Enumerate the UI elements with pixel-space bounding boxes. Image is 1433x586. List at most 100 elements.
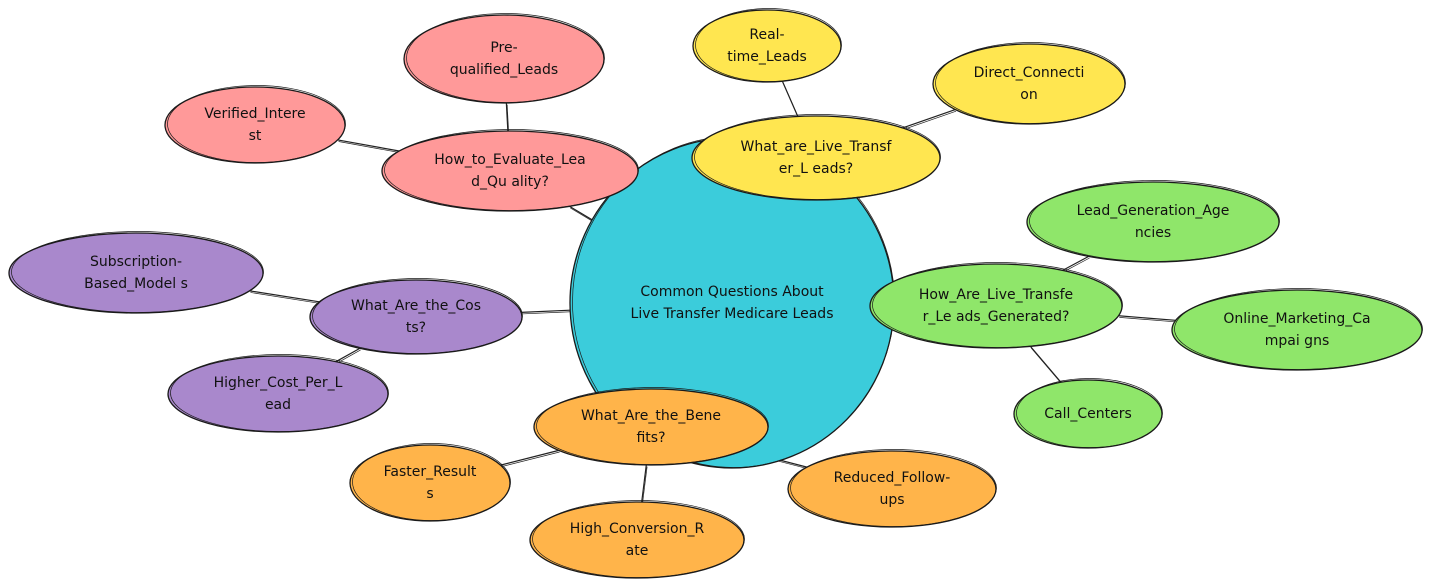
edge-benefits-high-conversion-rate-sketch <box>642 466 648 504</box>
edge-lead-quality-pre-qualified-leads-sketch <box>506 104 510 133</box>
leaf-node-call-centers-label: Call_Centers <box>1044 403 1132 425</box>
leaf-node-faster-results[interactable] <box>349 443 511 522</box>
branch-node-costs-sketch-outline <box>312 278 523 354</box>
leaf-node-real-time-leads-label-line: Real- <box>749 27 785 43</box>
leaf-node-call-centers-label-line: Call_Centers <box>1044 406 1132 422</box>
leaf-node-verified-interest-shape <box>164 86 346 164</box>
leaf-node-lead-generation-agencies-shape <box>1026 181 1280 263</box>
edge-lead-quality-verified-interest <box>337 139 400 152</box>
branch-node-what-are-shape <box>691 115 941 201</box>
leaf-node-faster-results-label-line: Faster_Result <box>383 464 477 480</box>
central-topic-label-line: Live Transfer Medicare Leads <box>630 306 834 322</box>
branch-node-generated-label-line: r_Le ads_Generated? <box>922 309 1070 325</box>
leaf-node-online-marketing-campai-gns-label-line: Online_Marketing_Ca <box>1223 311 1371 327</box>
leaf-node-real-time-leads-shape <box>692 9 842 83</box>
leaf-node-direct-connection-sketch-outline <box>935 42 1126 124</box>
leaf-node-real-time-leads-label: Real-time_Leads <box>727 24 807 68</box>
leaf-node-high-conversion-rate-sketch-outline <box>532 500 745 578</box>
leaf-node-lead-generation-agencies-sketch-outline <box>1029 180 1280 262</box>
nodes <box>8 8 1423 579</box>
edge-generated-online-marketing-campai-gns <box>1118 315 1176 321</box>
branch-node-generated-label-line: How_Are_Live_Transfe <box>918 287 1074 303</box>
edge-center-costs-sketch <box>521 311 571 315</box>
edge-benefits-faster-results-sketch <box>501 451 560 468</box>
edge-center-lead-quality-sketch <box>570 207 594 222</box>
edge-costs-higher-cost-per-lead <box>335 347 361 363</box>
branch-node-benefits-sketch-outline <box>536 387 769 465</box>
leaf-node-high-conversion-rate-label-line: ate <box>625 543 649 559</box>
leaf-node-high-conversion-rate-shape <box>529 501 745 579</box>
branch-node-generated-shape <box>869 263 1123 349</box>
leaf-node-reduced-follow-ups-label: Reduced_Follow-ups <box>834 467 951 511</box>
leaf-node-reduced-follow-ups[interactable] <box>787 449 997 528</box>
edge-lead-quality-pre-qualified-leads <box>505 102 509 132</box>
branch-node-lead-quality[interactable] <box>381 129 639 212</box>
leaf-node-call-centers-shape <box>1013 379 1163 449</box>
leaf-node-direct-connection-label-line: on <box>1020 87 1038 103</box>
edge-generated-call-centers-sketch <box>1030 347 1063 385</box>
branch-node-lead-quality-shape <box>381 130 639 212</box>
branch-node-generated[interactable] <box>869 262 1123 349</box>
branch-node-what-are-label-line: er_L eads? <box>778 161 854 177</box>
leaf-node-direct-connection-shape <box>932 43 1126 125</box>
leaf-node-pre-qualified-leads[interactable] <box>403 13 605 104</box>
leaf-node-subscription-based-model-s[interactable] <box>8 231 264 314</box>
leaf-node-verified-interest-label-line: Verified_Intere <box>204 106 306 122</box>
leaf-node-real-time-leads-sketch-outline <box>695 8 842 82</box>
branch-node-benefits-label-line: fits? <box>636 430 666 446</box>
leaf-node-subscription-based-model-s-label: Subscription-Based_Model s <box>84 251 188 295</box>
leaf-node-online-marketing-campai-gns[interactable] <box>1171 288 1423 371</box>
leaf-node-verified-interest-label-line: st <box>248 128 262 144</box>
branch-node-what-are[interactable] <box>691 114 941 201</box>
branch-node-costs-label-line: What_Are_the_Cos <box>350 298 482 314</box>
edge-costs-subscription-based-model-s <box>249 290 320 303</box>
leaf-node-online-marketing-campai-gns-label-line: mpai gns <box>1264 333 1330 349</box>
branch-node-costs[interactable] <box>309 278 523 355</box>
branch-node-what-are-sketch-outline <box>694 114 941 200</box>
branch-node-benefits[interactable] <box>533 387 769 466</box>
branch-node-lead-quality-sketch-outline <box>384 129 639 211</box>
leaf-node-real-time-leads[interactable] <box>692 8 842 83</box>
leaf-node-subscription-based-model-s-sketch-outline <box>11 231 264 313</box>
branch-node-generated-sketch-outline <box>872 262 1123 348</box>
branch-node-benefits-label: What_Are_the_Bene fits? <box>581 405 721 449</box>
leaf-node-direct-connection-label-line: Direct_Connecti <box>973 65 1085 81</box>
leaf-node-pre-qualified-leads-label-line: Pre- <box>490 40 518 56</box>
leaf-node-pre-qualified-leads-label-line: qualified_Leads <box>449 62 559 78</box>
leaf-node-online-marketing-campai-gns-shape <box>1171 289 1423 371</box>
central-topic-label-line: Common Questions About <box>640 284 824 300</box>
edge-generated-online-marketing-campai-gns-sketch <box>1119 317 1177 323</box>
edge-what-are-real-time-leads-sketch <box>782 82 799 119</box>
leaf-node-higher-cost-per-lead-label-line: ead <box>264 397 292 413</box>
edge-benefits-faster-results <box>500 449 559 466</box>
leaf-node-high-conversion-rate-label-line: High_Conversion_R <box>569 521 705 537</box>
edge-what-are-direct-connection <box>902 109 956 129</box>
leaf-node-call-centers[interactable] <box>1013 378 1163 449</box>
leaf-node-real-time-leads-label-line: time_Leads <box>727 49 807 65</box>
branch-node-benefits-shape <box>533 388 769 466</box>
leaf-node-faster-results-label-line: s <box>426 486 434 502</box>
branch-node-generated-label: How_Are_Live_Transfe r_Le ads_Generated? <box>919 284 1073 328</box>
leaf-node-subscription-based-model-s-shape <box>8 232 264 314</box>
leaf-node-lead-generation-agencies[interactable] <box>1026 180 1280 263</box>
leaf-node-higher-cost-per-lead[interactable] <box>167 354 389 433</box>
branch-node-benefits-label-line: What_Are_the_Bene <box>580 408 722 424</box>
leaf-node-direct-connection[interactable] <box>932 42 1126 125</box>
edge-costs-subscription-based-model-s-sketch <box>250 292 321 304</box>
leaf-node-high-conversion-rate[interactable] <box>529 500 745 579</box>
edge-center-costs <box>521 309 571 313</box>
leaf-node-verified-interest[interactable] <box>164 85 346 164</box>
leaf-node-faster-results-sketch-outline <box>352 443 511 521</box>
leaf-node-lead-generation-agencies-label-line: Lead_Generation_Age <box>1076 203 1230 219</box>
